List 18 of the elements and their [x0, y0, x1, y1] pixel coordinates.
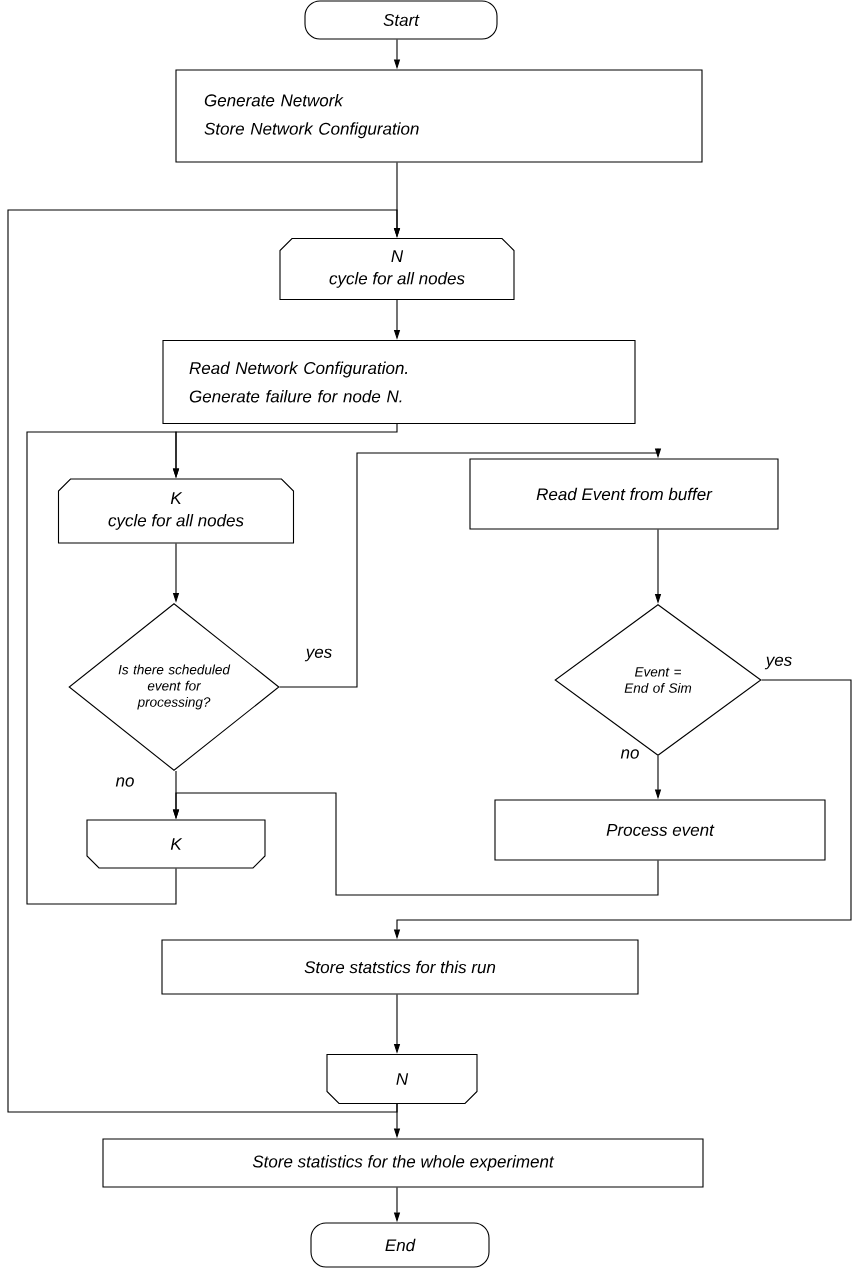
- edge-label: yes: [764, 655, 794, 671]
- loop-end-box: N: [326, 1053, 478, 1105]
- process-box: Read Network Configuration. Generate failure for node N.: [162, 339, 636, 425]
- loop-start-box: K cycle for all nodes: [57, 478, 295, 544]
- process-box: Store statstics for this run: [161, 939, 639, 995]
- arrow: [26, 431, 180, 905]
- terminal-box: End: [310, 1222, 490, 1268]
- edge-label: no: [114, 776, 136, 788]
- process-box: Read Event from buffer: [469, 458, 779, 530]
- terminal-box: Start: [304, 0, 498, 40]
- arrow: [279, 448, 662, 688]
- arrow: [7, 209, 401, 1113]
- loop-start-box: N cycle for all nodes: [279, 237, 515, 301]
- process-box: Store statistics for the whole experiment: [102, 1138, 704, 1188]
- process-box: Generate Network Store Network Configuration: [175, 69, 703, 163]
- edge-label: yes: [304, 647, 334, 663]
- process-box: Process event: [494, 799, 826, 861]
- loop-end-box: K: [86, 819, 266, 869]
